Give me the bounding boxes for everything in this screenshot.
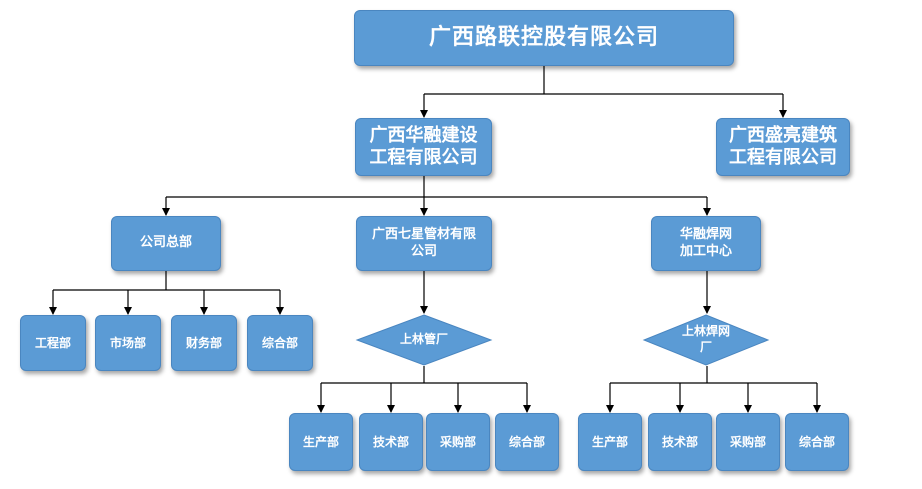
qx-dept-3-label: 采购部 (439, 434, 476, 449)
qixing-label-line2: 公司 (410, 243, 437, 259)
weld-factory-node: 上林焊网 厂 (642, 314, 770, 366)
hq-dept-1: 工程部 (20, 315, 86, 371)
wd-dept-1-label: 生产部 (591, 434, 628, 449)
connector-hq-bus (53, 271, 280, 291)
connector-factory-bus (321, 366, 527, 384)
hq-node: 公司总部 (111, 216, 221, 271)
weld-label-line2: 加工中心 (679, 243, 732, 259)
qixing-factory-label: 上林管厂 (399, 332, 448, 347)
weld-factory-diamond (642, 314, 770, 366)
wd-dept-3: 采购部 (716, 413, 780, 471)
root-label: 广西路联控股有限公司 (428, 25, 659, 51)
qx-dept-3: 采购部 (426, 413, 490, 471)
qx-dept-2: 技术部 (359, 413, 423, 471)
wd-dept-4: 综合部 (785, 413, 849, 471)
wd-dept-4-label: 综合部 (798, 434, 835, 449)
wd-dept-1: 生产部 (578, 413, 642, 471)
wd-dept-3-label: 采购部 (729, 434, 766, 449)
huarong-label-line1: 广西华融建设 (369, 124, 478, 146)
weld-factory-label-line1: 上林焊网 (681, 324, 730, 339)
shengliang-node: 广西盛亮建筑 工程有限公司 (716, 118, 850, 176)
weld-label-line1: 华融焊网 (679, 227, 732, 243)
connector-huarong-bus (166, 176, 707, 198)
huarong-label-line2: 工程有限公司 (369, 147, 478, 168)
weld-node: 华融焊网 加工中心 (651, 216, 761, 271)
weld-factory-label-line2: 厂 (699, 340, 712, 354)
qx-dept-2-label: 技术部 (372, 434, 409, 449)
qixing-label-line1: 广西七星管材有限 (371, 227, 476, 243)
qixing-factory-node: 上林管厂 (355, 314, 493, 366)
qx-dept-4-label: 综合部 (508, 434, 545, 449)
hq-dept-1-label: 工程部 (34, 335, 71, 350)
hq-label: 公司总部 (139, 235, 192, 251)
qx-dept-1-label: 生产部 (302, 434, 339, 449)
hq-dept-3: 财务部 (171, 315, 237, 371)
huarong-node: 广西华融建设 工程有限公司 (355, 118, 492, 176)
qx-dept-4: 综合部 (495, 413, 559, 471)
hq-dept-2: 市场部 (95, 315, 161, 371)
hq-dept-3-label: 财务部 (185, 335, 222, 350)
wd-dept-2: 技术部 (648, 413, 712, 471)
connector-root-bus (424, 66, 783, 95)
hq-dept-4-label: 综合部 (261, 335, 298, 350)
qixing-factory-diamond (355, 314, 493, 366)
connector-weld-factory-bus (610, 366, 817, 384)
hq-dept-4: 综合部 (247, 315, 313, 371)
shengliang-label-line2: 工程有限公司 (729, 147, 837, 168)
root-node: 广西路联控股有限公司 (354, 10, 734, 66)
hq-dept-2-label: 市场部 (109, 335, 146, 350)
qx-dept-1: 生产部 (289, 413, 353, 471)
qixing-node: 广西七星管材有限 公司 (356, 216, 492, 271)
wd-dept-2-label: 技术部 (661, 434, 698, 449)
shengliang-label-line1: 广西盛亮建筑 (729, 124, 837, 146)
